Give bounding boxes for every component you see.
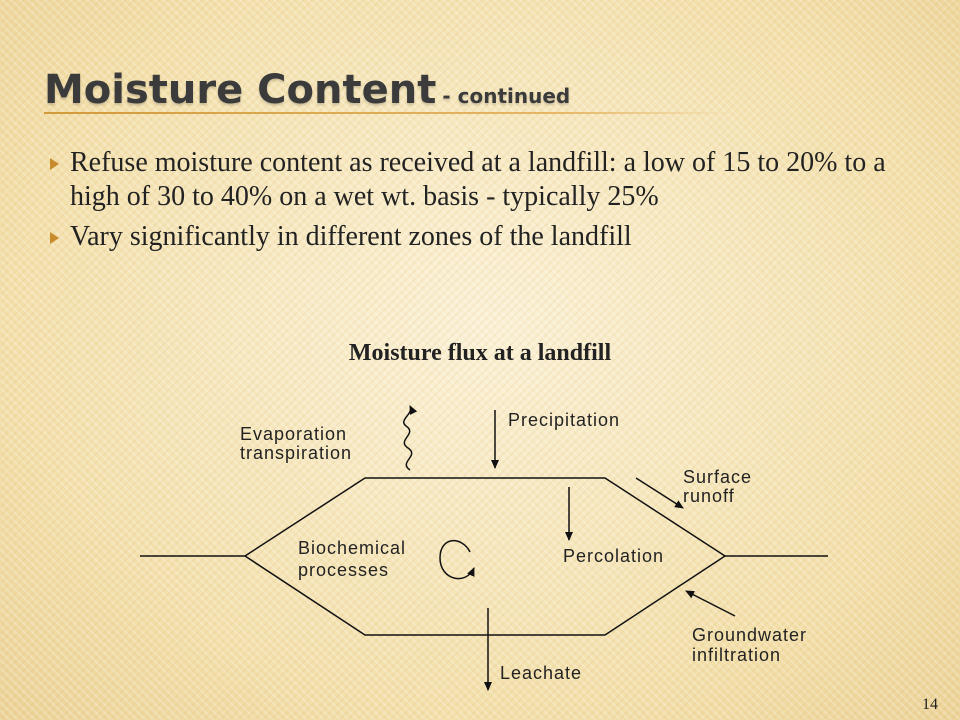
title-underline xyxy=(44,112,734,114)
label-biochemical: Biochemical xyxy=(298,538,406,558)
label-percolation: Percolation xyxy=(563,546,664,566)
evaporation-wave-arrow xyxy=(403,405,418,471)
label-transpiration: transpiration xyxy=(240,443,352,463)
label-infiltration: infiltration xyxy=(692,645,781,665)
bullet-text: Vary significantly in different zones of… xyxy=(70,221,632,252)
bullet-text: Refuse moisture content as received at a… xyxy=(70,147,886,212)
groundwater-infiltration-arrow xyxy=(685,590,736,617)
slide-title-main: Moisture Content xyxy=(44,67,437,113)
surface-runoff-arrow xyxy=(635,477,684,509)
bullet-item: Vary significantly in different zones of… xyxy=(50,220,930,254)
bullet-item: Refuse moisture content as received at a… xyxy=(50,146,930,214)
biochemical-cycle-arrow xyxy=(439,540,475,580)
bullet-arrow-icon xyxy=(50,158,59,170)
label-evaporation: Evaporation xyxy=(240,424,347,444)
label-surface: Surface xyxy=(683,467,752,487)
landfill-body xyxy=(243,477,727,636)
label-runoff: runoff xyxy=(683,486,735,506)
bullet-list: Refuse moisture content as received at a… xyxy=(50,146,930,260)
label-precipitation: Precipitation xyxy=(508,410,620,430)
diagram-title: Moisture flux at a landfill xyxy=(348,340,612,366)
label-leachate: Leachate xyxy=(500,663,582,683)
label-processes: processes xyxy=(298,560,389,580)
page-number: 14 xyxy=(922,696,938,713)
label-groundwater: Groundwater xyxy=(692,625,807,645)
slide-title-subtitle: - continued xyxy=(442,84,571,108)
slide-title: Moisture Content- continued xyxy=(44,66,570,120)
bullet-arrow-icon xyxy=(50,232,59,244)
